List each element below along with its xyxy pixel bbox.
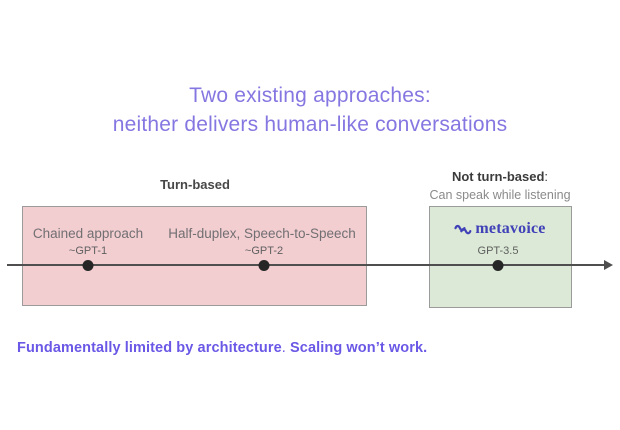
- not-turn-based-box: [429, 206, 572, 308]
- title-line-2: neither delivers human-like conversation…: [112, 113, 508, 136]
- axis-arrowhead-icon: [604, 260, 613, 270]
- approach-name-half-duplex: Half-duplex, Speech-to-Speech: [168, 226, 356, 241]
- not-turn-based-header: Not turn-based: Can speak while listenin…: [429, 168, 570, 204]
- timeline-dot-gpt2: [258, 260, 270, 271]
- footer-separator: .: [281, 340, 291, 356]
- footer-part2: Scaling won’t work.: [290, 340, 428, 356]
- metavoice-wordmark: metavoice: [475, 220, 546, 237]
- footer-note: Fundamentally limited by architecture. S…: [17, 340, 427, 356]
- metavoice-logo: metavoice: [454, 220, 545, 238]
- timeline-dot-gpt1: [82, 260, 94, 271]
- metavoice-wave-icon: [454, 224, 472, 234]
- approach-name-chained: Chained approach: [32, 226, 144, 241]
- timeline-axis: [7, 264, 605, 266]
- footer-part1: Fundamentally limited by architecture: [17, 340, 282, 356]
- not-turn-based-label: Not turn-based: [451, 169, 545, 184]
- title-line-1: Two existing approaches:: [189, 84, 431, 107]
- model-gpt-3-5: GPT-3.5: [477, 245, 519, 257]
- not-turn-based-label-line: Not turn-based:: [429, 168, 570, 186]
- timeline-dot-gpt35: [492, 260, 504, 271]
- approach-model-gpt1: ~GPT-1: [68, 245, 108, 257]
- turn-based-box: [22, 206, 367, 306]
- turn-based-label: Turn-based: [160, 177, 230, 192]
- slide-title: Two existing approaches: neither deliver…: [0, 81, 620, 139]
- not-turn-based-colon: :: [544, 169, 549, 184]
- not-turn-based-sublabel: Can speak while listening: [429, 188, 571, 202]
- approach-model-gpt2: ~GPT-2: [244, 245, 284, 257]
